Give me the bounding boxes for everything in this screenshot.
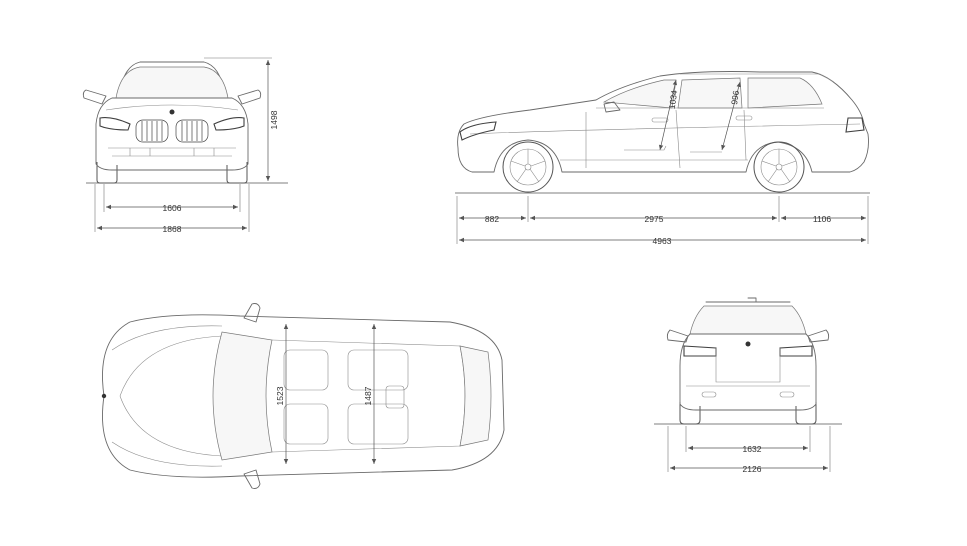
top-right-mirror <box>243 469 261 489</box>
side-front-overhang-label: 882 <box>485 214 499 224</box>
rear-width-label: 2126 <box>743 464 762 474</box>
rear-view: 1632 2126 <box>654 297 842 474</box>
top-rear-window <box>459 345 492 447</box>
front-grille-left <box>135 119 169 143</box>
top-body-outline <box>102 314 505 478</box>
front-view: 1498 1606 1868 <box>82 57 288 234</box>
side-rear-wheel <box>753 141 805 193</box>
front-right-headlight <box>213 117 245 131</box>
front-left-mirror <box>82 89 107 105</box>
side-view: 1034 996 882 2975 1106 4963 <box>455 71 870 246</box>
side-headlight <box>459 121 497 141</box>
side-body-outline <box>457 71 869 173</box>
side-rear-headroom-dimension <box>721 81 741 151</box>
rear-right-mirror <box>807 329 830 343</box>
rear-left-taillight <box>683 345 717 357</box>
front-lower-intake <box>108 147 236 157</box>
rear-left-mirror <box>666 329 689 343</box>
top-bmw-roundel-icon <box>101 393 107 399</box>
rear-roof-spoiler <box>705 297 791 303</box>
rear-left-tyre <box>679 402 701 425</box>
front-windscreen <box>115 66 229 99</box>
rear-track-label: 1632 <box>743 444 762 454</box>
rear-left-exhaust <box>701 391 717 398</box>
front-hood-line <box>105 104 239 111</box>
front-body-outline <box>95 97 249 171</box>
side-shoulder-line <box>469 123 861 135</box>
side-rear-overhang-label: 1106 <box>813 214 832 224</box>
side-mirror <box>603 101 621 113</box>
front-left-tyre <box>96 162 118 184</box>
side-seat-cushions <box>624 145 722 153</box>
side-front-handle <box>651 117 669 123</box>
top-rear-elbow-label: 1487 <box>363 386 373 405</box>
side-front-headroom-dimension <box>658 79 678 151</box>
side-wheelbase-label: 2975 <box>645 214 664 224</box>
side-front-wheel <box>502 141 554 193</box>
rear-body-outline <box>679 333 817 411</box>
rear-bmw-roundel-icon <box>745 341 751 347</box>
front-right-tyre <box>226 162 248 184</box>
front-left-headlight <box>99 117 131 131</box>
side-roof-rail <box>680 73 835 83</box>
rear-right-exhaust <box>779 391 795 398</box>
rear-right-tyre <box>795 402 817 425</box>
side-length-label: 4963 <box>653 236 672 246</box>
top-front-elbow-label: 1523 <box>275 386 285 405</box>
top-left-mirror <box>243 303 261 323</box>
rear-right-taillight <box>779 345 813 357</box>
side-front-headroom-label: 1034 <box>667 89 680 109</box>
top-hood-creases <box>119 335 223 457</box>
front-height-label: 1498 <box>269 110 279 129</box>
bmw-roundel-icon <box>169 109 175 115</box>
rear-window <box>689 305 807 335</box>
side-rear-headroom-label: 996 <box>729 90 741 106</box>
top-seats <box>283 349 409 445</box>
top-view: 1523 1487 <box>101 303 505 489</box>
front-track-label: 1606 <box>163 203 182 213</box>
front-grille-right <box>175 119 209 143</box>
side-taillight <box>845 117 865 133</box>
front-width-label: 1868 <box>163 224 182 234</box>
side-quarter-window <box>747 77 823 109</box>
top-hood-lines <box>111 325 223 467</box>
rear-tailgate <box>715 348 781 383</box>
top-windscreen <box>212 331 273 461</box>
front-right-mirror <box>237 89 262 105</box>
side-door-lines <box>585 109 747 169</box>
